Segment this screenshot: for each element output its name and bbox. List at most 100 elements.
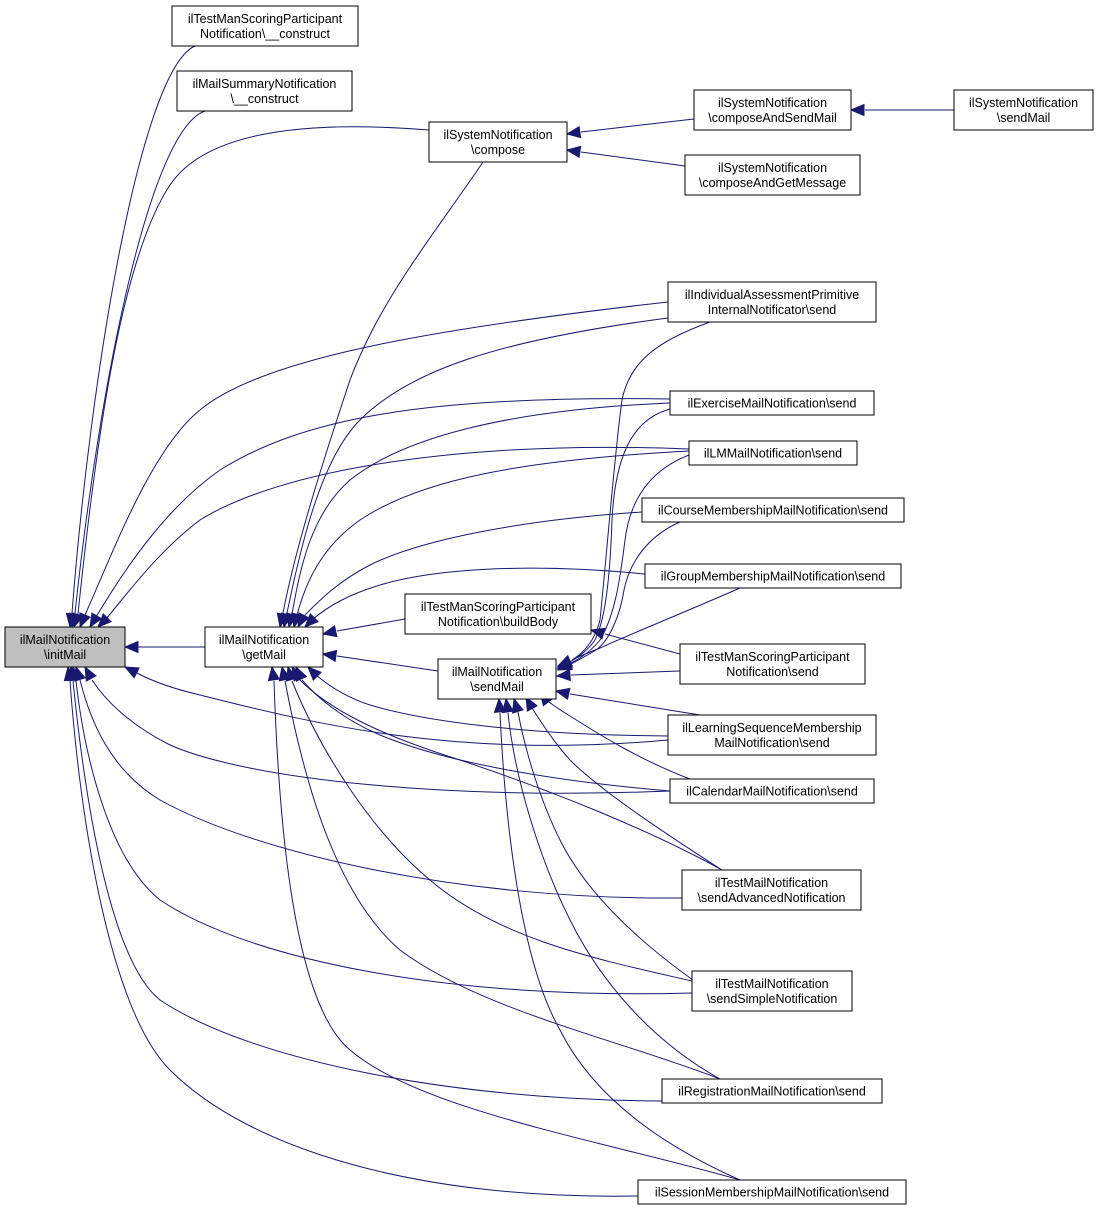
node-label: ilTestManScoringParticipant xyxy=(188,12,343,26)
arrowhead-lsSend-to-getMail xyxy=(307,666,322,681)
edge-lsSend-to-sendMail xyxy=(569,693,701,716)
node-label: Notification\buildBody xyxy=(438,615,559,629)
arrowhead-exerciseSend-to-initMail xyxy=(89,612,103,629)
node-label: ilSessionMembershipMailNotification\send xyxy=(655,1186,889,1200)
edge-lsSend-to-getMail xyxy=(315,674,669,737)
node-registrationSend[interactable]: ilRegistrationMailNotification\send xyxy=(661,1078,883,1104)
edge-lsSend-to-initMail xyxy=(136,672,669,746)
node-tmsBuildBody[interactable]: ilTestManScoringParticipantNotification\… xyxy=(404,593,592,635)
node-label: Notification\__construct xyxy=(200,27,330,41)
edge-groupSend-to-getMail xyxy=(312,567,646,620)
arrowhead-iaSend-to-initMail xyxy=(79,612,91,629)
node-tmsSend[interactable]: ilTestManScoringParticipantNotification\… xyxy=(679,643,866,685)
node-label: \composeAndSendMail xyxy=(708,111,837,125)
edge-testAdvanced-to-getMail xyxy=(299,679,723,871)
node-summaryConstruct[interactable]: ilMailSummaryNotification\__construct xyxy=(176,70,353,112)
edge-lmSend-to-initMail xyxy=(105,446,690,620)
node-lsSend[interactable]: ilLearningSequenceMembershipMailNotifica… xyxy=(667,714,877,756)
node-label: ilExerciseMailNotification\send xyxy=(688,397,857,411)
node-label: ilLMMailNotification\send xyxy=(704,447,842,461)
node-label: ilMailNotification xyxy=(452,665,542,679)
edge-iaSend-to-getMail xyxy=(286,317,669,614)
node-label: ilSystemNotification xyxy=(443,128,552,142)
node-label: \sendAdvancedNotification xyxy=(697,891,845,905)
node-lmSend[interactable]: ilLMMailNotification\send xyxy=(688,440,858,466)
node-label: \initMail xyxy=(44,648,86,662)
node-label: ilIndividualAssessmentPrimitive xyxy=(685,288,859,302)
node-label: MailNotification\send xyxy=(714,736,829,750)
node-label: ilTestMailNotification xyxy=(715,977,828,991)
node-calendarSend[interactable]: ilCalendarMailNotification\send xyxy=(669,778,875,804)
node-label: ilSystemNotification xyxy=(718,96,827,110)
edge-iaSend-to-sendMail xyxy=(571,321,711,661)
node-sysSendMail[interactable]: ilSystemNotification\sendMail xyxy=(953,89,1094,131)
node-box xyxy=(4,626,126,668)
arrowhead-registrationSend-to-getMail xyxy=(278,665,291,682)
node-label: Notification\send xyxy=(726,665,818,679)
arrowhead-registrationSend-to-sendMail xyxy=(501,697,515,714)
edge-composeAndSendMail-to-compose xyxy=(580,118,695,133)
node-groupSend[interactable]: ilGroupMembershipMailNotification\send xyxy=(644,563,902,589)
arrowhead-tmsBuildBody-to-getMail xyxy=(321,625,338,638)
node-courseSend[interactable]: ilCourseMembershipMailNotification\send xyxy=(641,497,905,523)
node-getMail[interactable]: ilMailNotification\getMail xyxy=(204,626,324,668)
edge-tmsBuildBody-to-getMail xyxy=(336,618,406,632)
node-box xyxy=(684,154,861,196)
node-box xyxy=(176,70,353,112)
node-composeAndGetMessage[interactable]: ilSystemNotification\composeAndGetMessag… xyxy=(684,154,861,196)
node-label: \getMail xyxy=(242,648,286,662)
arrowhead-groupSend-to-sendMail xyxy=(556,654,573,667)
edge-groupSend-to-sendMail xyxy=(571,587,741,661)
edge-registrationSend-to-getMail xyxy=(284,680,721,1080)
node-sessionSend[interactable]: ilSessionMembershipMailNotification\send xyxy=(637,1179,907,1205)
node-iaSend[interactable]: ilIndividualAssessmentPrimitiveInternalN… xyxy=(667,281,877,323)
node-box xyxy=(661,1078,883,1104)
edge-exerciseSend-to-sendMail xyxy=(569,408,671,663)
node-sendMail[interactable]: ilMailNotification\sendMail xyxy=(437,658,557,700)
arrowhead-lsSend-to-initMail xyxy=(123,666,140,679)
node-label: ilCourseMembershipMailNotification\send xyxy=(658,504,888,518)
edge-sessionSend-to-sendMail xyxy=(499,712,741,1181)
node-label: \compose xyxy=(471,143,525,157)
arrowhead-sendMail-to-getMail xyxy=(321,649,338,663)
node-label: ilLearningSequenceMembership xyxy=(682,721,861,735)
node-box xyxy=(667,714,877,756)
node-box xyxy=(681,869,862,911)
node-label: ilTestMailNotification xyxy=(715,876,828,890)
arrowhead-getMail-to-initMail xyxy=(123,640,139,654)
node-tmsConstruct[interactable]: ilTestManScoringParticipantNotification\… xyxy=(171,5,359,47)
edge-tmsSend-to-tmsBuildBody xyxy=(604,633,681,655)
edge-registrationSend-to-sendMail xyxy=(507,712,721,1080)
node-label: ilRegistrationMailNotification\send xyxy=(678,1085,866,1099)
node-box xyxy=(204,626,324,668)
node-label: InternalNotificator\send xyxy=(708,303,837,317)
node-label: \composeAndGetMessage xyxy=(699,176,846,190)
edge-calendarSend-to-getMail xyxy=(301,679,671,792)
node-box xyxy=(691,970,853,1012)
node-label: \sendSimpleNotification xyxy=(707,992,838,1006)
edges-layer xyxy=(69,45,954,1197)
node-label: ilGroupMembershipMailNotification\send xyxy=(661,570,885,584)
node-initMail[interactable]: ilMailNotification\initMail xyxy=(4,626,126,668)
arrowhead-tmsSend-to-sendMail xyxy=(555,668,571,682)
arrowhead-lmSend-to-initMail xyxy=(97,613,112,628)
edge-exerciseSend-to-initMail xyxy=(95,398,671,618)
edge-courseSend-to-sendMail xyxy=(570,521,681,665)
node-testSimple[interactable]: ilTestMailNotification\sendSimpleNotific… xyxy=(691,970,853,1012)
node-testAdvanced[interactable]: ilTestMailNotification\sendAdvancedNotif… xyxy=(681,869,862,911)
arrowhead-composeAndSendMail-to-compose xyxy=(565,125,582,139)
node-box xyxy=(404,593,592,635)
edge-sessionSend-to-initMail xyxy=(69,680,639,1197)
node-label: ilMailSummaryNotification xyxy=(193,77,337,91)
node-box xyxy=(669,390,875,416)
edge-lmSend-to-getMail xyxy=(296,450,690,616)
arrowhead-testAdvanced-to-sendMail xyxy=(525,695,538,712)
arrowhead-sessionSend-to-sendMail xyxy=(493,697,507,713)
node-label: ilTestManScoringParticipant xyxy=(421,600,576,614)
node-compose[interactable]: ilSystemNotification\compose xyxy=(428,121,568,163)
node-composeAndSendMail[interactable]: ilSystemNotification\composeAndSendMail xyxy=(693,89,852,131)
arrowhead-courseSend-to-getMail xyxy=(297,612,310,629)
edge-tmsConstruct-to-initMail xyxy=(71,45,196,614)
node-exerciseSend[interactable]: ilExerciseMailNotification\send xyxy=(669,390,875,416)
